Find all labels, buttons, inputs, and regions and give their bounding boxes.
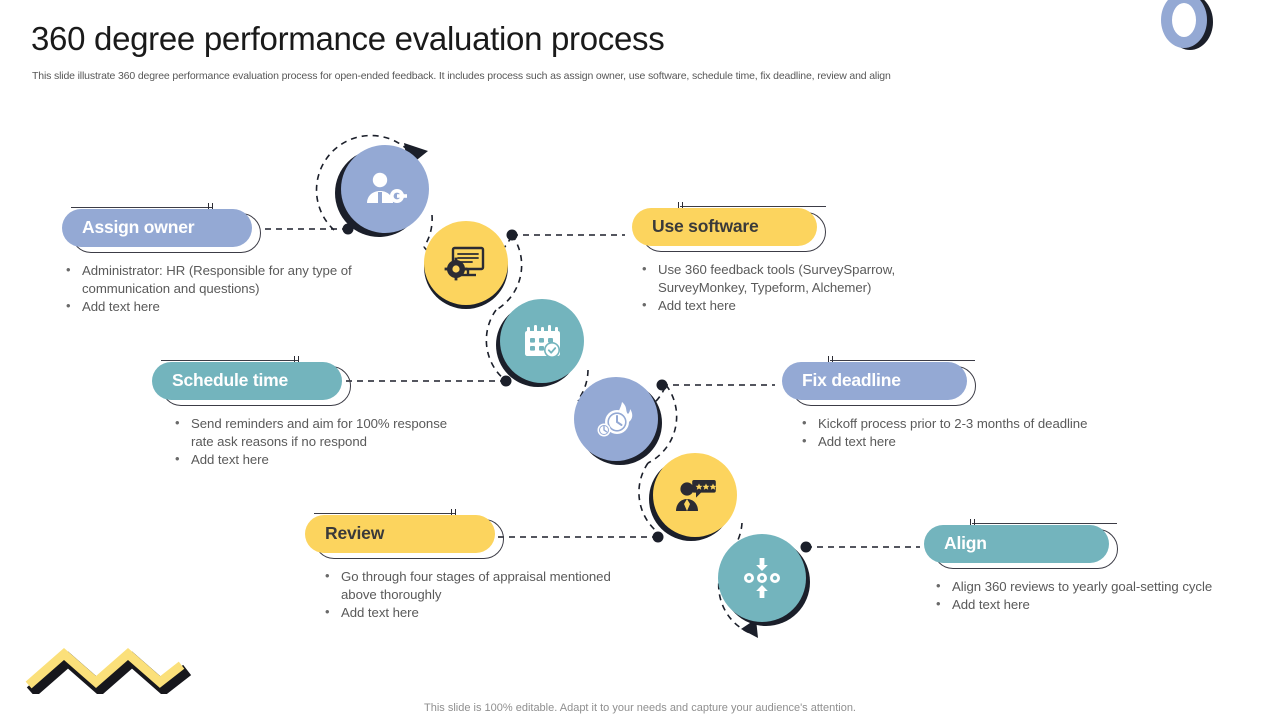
step-bullets: Go through four stages of appraisal ment… [321, 567, 621, 622]
bullet-item: Go through four stages of appraisal ment… [321, 567, 621, 604]
pill-toprule [71, 207, 213, 208]
bullet-item: Add text here [62, 297, 352, 316]
bullet-item: Kickoff process prior to 2-3 months of d… [798, 414, 1088, 433]
page-subtitle: This slide illustrate 360 degree perform… [32, 70, 891, 82]
node-disc [574, 377, 658, 461]
process-diagram: Assign owner Administrator: HR (Responsi… [0, 95, 1280, 665]
pill-toprule [972, 523, 1117, 524]
step-label: Fix deadline [802, 370, 901, 391]
step-pill[interactable]: Assign owner [62, 203, 362, 253]
pill-tick [970, 519, 975, 527]
step-use-software: Use software Use 360 feedback tools (Sur… [632, 202, 952, 315]
pill-tick [828, 356, 833, 364]
pill-solid[interactable]: Assign owner [62, 209, 252, 247]
page-title: 360 degree performance evaluation proces… [31, 20, 665, 57]
step-pill[interactable]: Review [305, 509, 625, 559]
step-assign-owner: Assign owner Administrator: HR (Responsi… [62, 203, 362, 316]
monitor-gear-icon [444, 246, 485, 281]
node-disc [653, 453, 737, 537]
clock-flame-icon [597, 402, 633, 437]
step-label: Assign owner [82, 217, 195, 238]
step-align: Align Align 360 reviews to yearly goal-s… [924, 519, 1244, 614]
bullet-item: Add text here [932, 595, 1222, 614]
pill-tick [678, 202, 683, 210]
bullet-item: Add text here [638, 296, 938, 315]
pill-toprule [161, 360, 299, 361]
step-bullets: Use 360 feedback tools (SurveySparrow, S… [638, 260, 938, 315]
pill-solid[interactable]: Review [305, 515, 495, 553]
pill-toprule [680, 206, 826, 207]
user-assign-icon [367, 172, 407, 203]
bullet-item: Align 360 reviews to yearly goal-setting… [932, 577, 1222, 596]
node-disc [718, 534, 806, 622]
person-rating-icon [676, 480, 716, 511]
step-bullets: Administrator: HR (Responsible for any t… [62, 261, 352, 316]
pill-solid[interactable]: Align [924, 525, 1109, 563]
step-label: Schedule time [172, 370, 289, 391]
node-disc [500, 299, 584, 383]
calendar-clock-icon [525, 325, 560, 358]
pill-tick [294, 356, 299, 364]
step-pill[interactable]: Use software [632, 202, 952, 252]
bullet-item: Add text here [321, 603, 621, 622]
step-fix-deadline: Fix deadline Kickoff process prior to 2-… [782, 356, 1102, 451]
bullet-item: Add text here [798, 432, 1088, 451]
pill-tick [451, 509, 456, 517]
step-schedule-time: Schedule time Send reminders and aim for… [152, 356, 472, 469]
node-disc [424, 221, 508, 305]
step-pill[interactable]: Align [924, 519, 1244, 569]
zigzag-decoration [25, 648, 192, 694]
step-label: Review [325, 523, 385, 544]
step-bullets: Align 360 reviews to yearly goal-setting… [932, 577, 1222, 614]
footer-note: This slide is 100% editable. Adapt it to… [424, 702, 856, 714]
step-review: Review Go through four stages of apprais… [305, 509, 625, 622]
align-arrows-icon [744, 558, 780, 598]
step-pill[interactable]: Schedule time [152, 356, 472, 406]
pill-toprule [314, 513, 456, 514]
pill-solid[interactable]: Use software [632, 208, 817, 246]
step-pill[interactable]: Fix deadline [782, 356, 1102, 406]
pill-solid[interactable]: Fix deadline [782, 362, 967, 400]
pill-toprule [830, 360, 975, 361]
bullet-item: Administrator: HR (Responsible for any t… [62, 261, 352, 298]
step-bullets: Kickoff process prior to 2-3 months of d… [798, 414, 1088, 451]
pill-tick [208, 203, 213, 211]
step-label: Align [944, 533, 987, 554]
bullet-item: Send reminders and aim for 100% response… [171, 414, 471, 451]
node-disc [341, 145, 429, 233]
step-bullets: Send reminders and aim for 100% response… [171, 414, 471, 469]
brand-ring-logo [1161, 0, 1213, 50]
step-label: Use software [652, 216, 759, 237]
connector-dot [342, 223, 812, 553]
bullet-item: Add text here [171, 450, 471, 469]
bullet-item: Use 360 feedback tools (SurveySparrow, S… [638, 260, 938, 297]
pill-solid[interactable]: Schedule time [152, 362, 342, 400]
